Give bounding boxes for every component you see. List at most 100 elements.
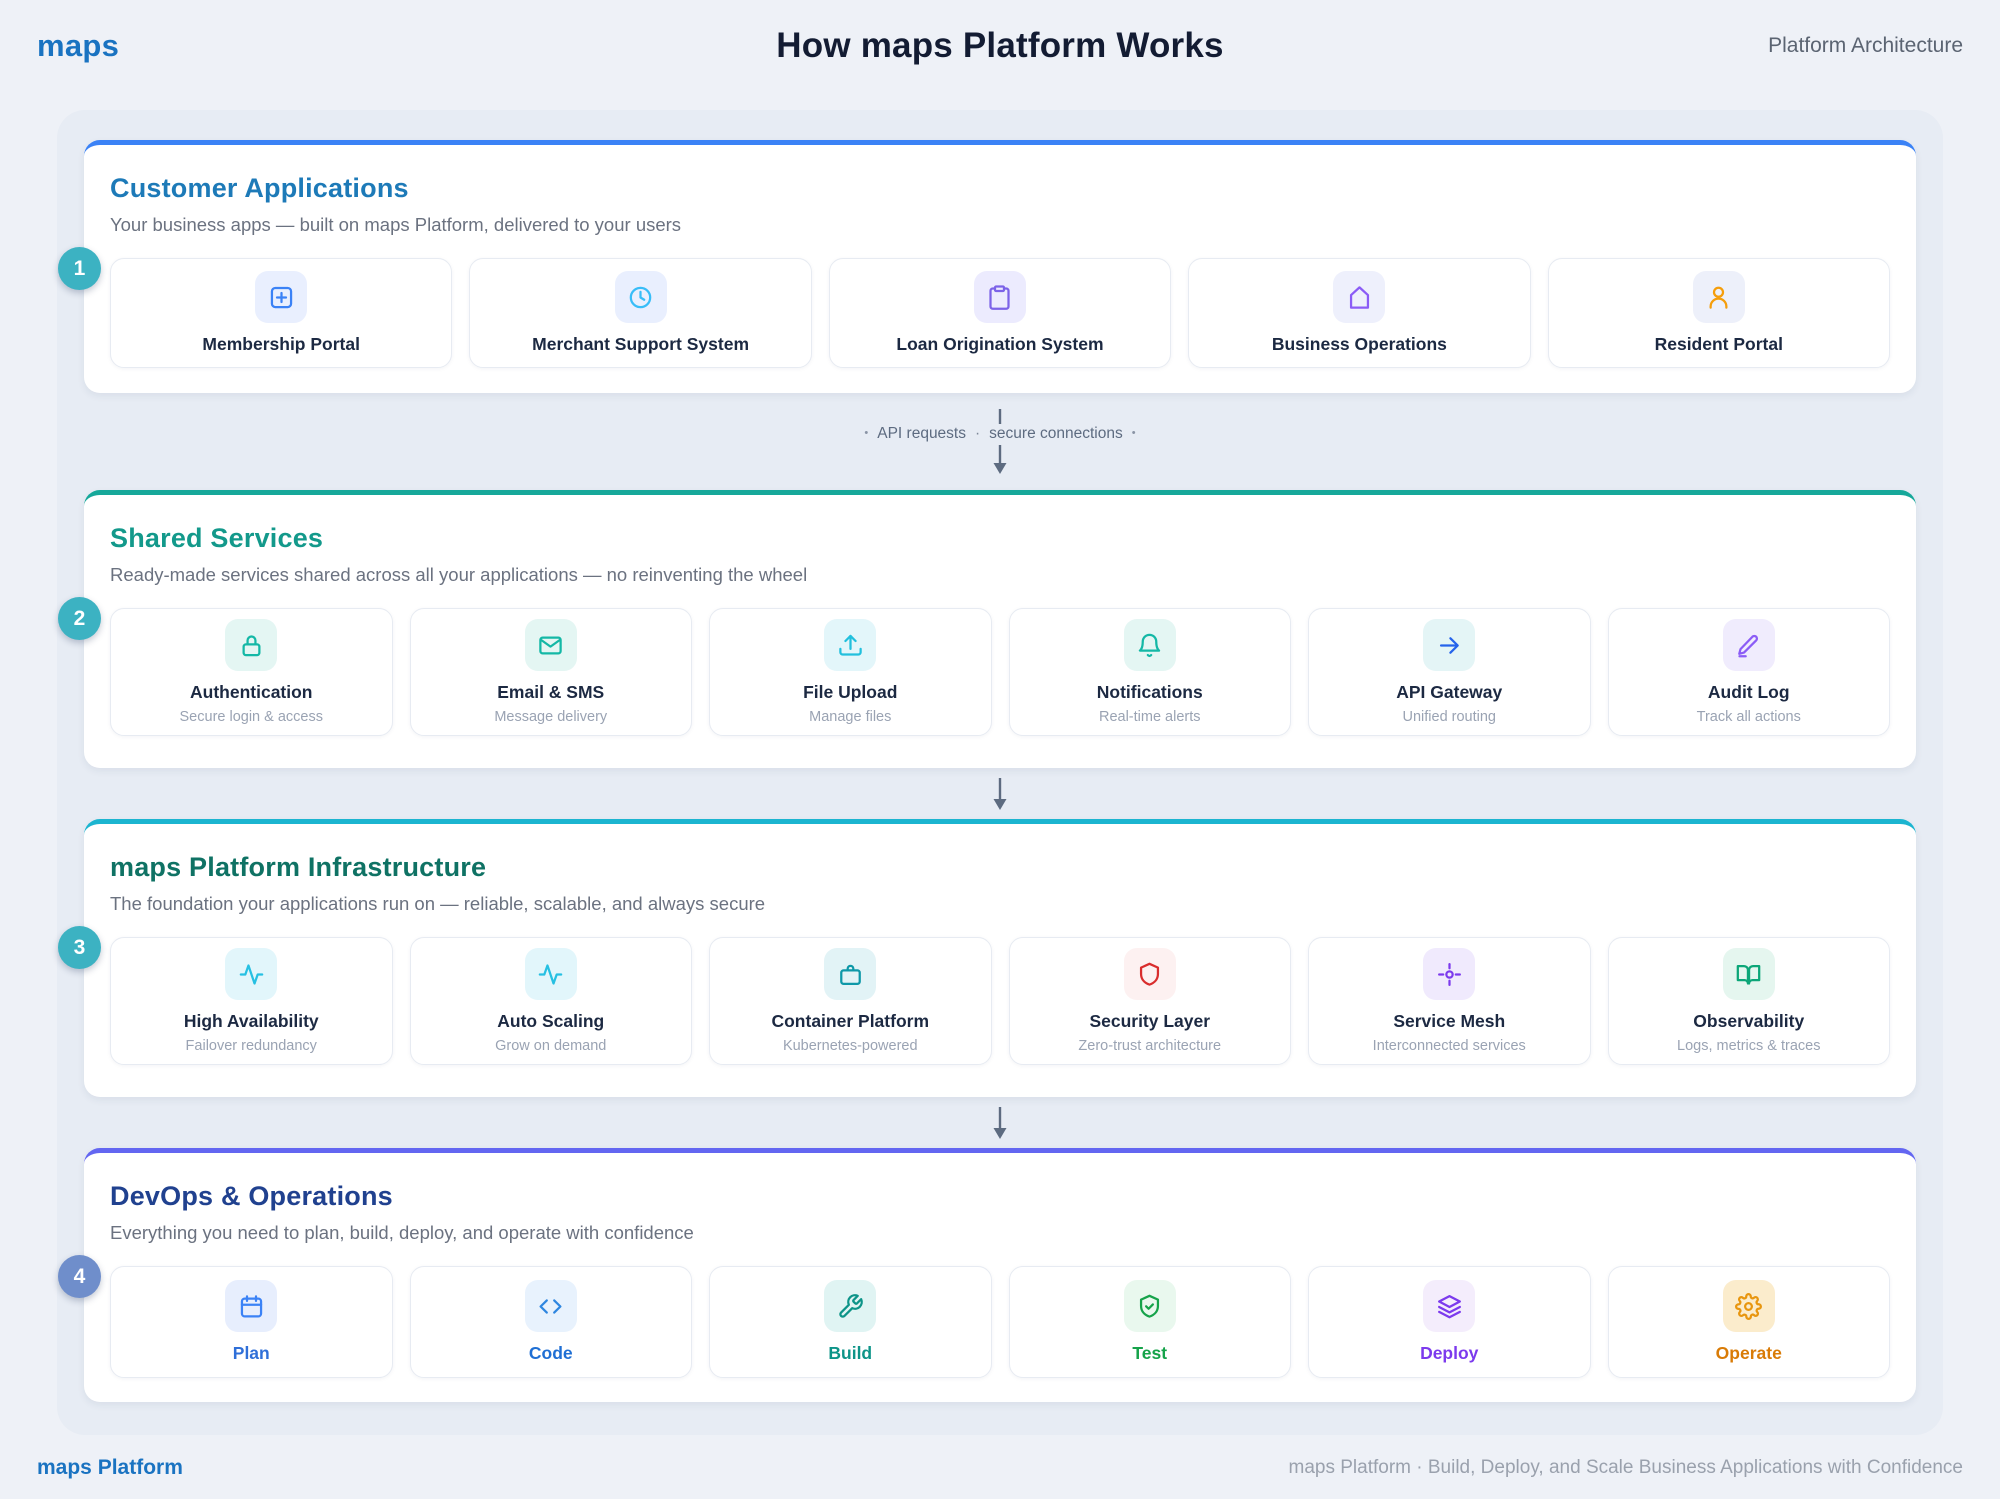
section-shared-services: 2 Shared Services Ready-made services sh… [58, 490, 1916, 768]
section-customer-applications: 1 Customer Applications Your business ap… [58, 140, 1916, 393]
card-business-operations[interactable]: Business Operations [1188, 258, 1531, 368]
mesh-icon [1423, 948, 1476, 1000]
card-label: Test [1132, 1343, 1168, 1363]
section-title: Shared Services [110, 523, 324, 553]
card-label: Code [528, 1343, 573, 1363]
calendar-icon [225, 1280, 278, 1332]
card-plan[interactable]: Plan [110, 1266, 393, 1378]
footer-tagline: maps Platform · Build, Deploy, and Scale… [1288, 1457, 1964, 1478]
arrow-down-icon [993, 1106, 1007, 1139]
mail-icon [524, 619, 577, 671]
diagram-container: 1 Customer Applications Your business ap… [57, 110, 1943, 1435]
section-title: DevOps & Operations [110, 1181, 393, 1211]
card-deploy[interactable]: Deploy [1308, 1266, 1591, 1378]
card-sublabel: Real-time alerts [1098, 709, 1201, 725]
card-label: Notifications [1096, 682, 1203, 702]
user-icon [1692, 271, 1745, 323]
card-sublabel: Failover redundancy [185, 1038, 317, 1054]
card-sublabel: Interconnected services [1372, 1038, 1526, 1054]
activity-icon [225, 948, 278, 1000]
section-number-badge: 4 [58, 1255, 101, 1298]
card-sublabel: Secure login & access [179, 709, 323, 725]
card-label: Build [828, 1343, 873, 1363]
connector-infra-to-devops [84, 1097, 1916, 1148]
section-devops-operations: 4 DevOps & Operations Everything you nee… [58, 1148, 1916, 1402]
card-label: Plan [232, 1343, 270, 1363]
section-subtitle: The foundation your applications run on … [110, 893, 766, 914]
wrench-icon [824, 1280, 877, 1332]
arrow-down-icon [993, 777, 1007, 810]
shield-icon [1123, 948, 1176, 1000]
section-subtitle: Ready-made services shared across all yo… [110, 564, 808, 585]
card-label: File Upload [803, 682, 898, 702]
card-label: Audit Log [1707, 682, 1790, 702]
card-loan-origination-system[interactable]: Loan Origination System [828, 258, 1172, 368]
section-subtitle: Your business apps — built on maps Platf… [110, 214, 682, 235]
card-sublabel: Manage files [809, 709, 892, 725]
card-resident-portal[interactable]: Resident Portal [1547, 258, 1890, 368]
card-label: Merchant Support System [532, 334, 750, 354]
section-title: Customer Applications [110, 173, 409, 203]
connector-line [998, 408, 1002, 424]
connector-apps-to-services: •API requests·secure connections• [84, 393, 1916, 490]
card-email-sms[interactable]: Email & SMS Message delivery [409, 608, 692, 736]
clipboard-icon [973, 271, 1026, 323]
bullet-icon: • [1131, 427, 1136, 439]
card-sublabel: Message delivery [494, 709, 608, 725]
card-label: Deploy [1420, 1343, 1479, 1363]
clock-icon [614, 271, 667, 323]
connector-label-left: API requests [877, 424, 966, 442]
section-number-badge: 1 [58, 247, 101, 290]
book-open-icon [1722, 948, 1775, 1000]
section-subtitle: Everything you need to plan, build, depl… [110, 1222, 694, 1243]
arrow-right-icon [1423, 619, 1476, 671]
code-icon [524, 1280, 577, 1332]
card-label: Service Mesh [1393, 1011, 1506, 1031]
footer-brand: maps Platform [37, 1456, 183, 1479]
card-label: Email & SMS [497, 682, 605, 702]
card-sublabel: Grow on demand [495, 1038, 607, 1054]
page-footer: maps Platform maps Platform · Build, Dep… [0, 1437, 2000, 1499]
card-merchant-support-system[interactable]: Merchant Support System [469, 258, 812, 368]
connector-separator: · [975, 424, 981, 442]
card-operate[interactable]: Operate [1607, 1266, 1890, 1378]
connector-services-to-infra [84, 768, 1916, 819]
card-test[interactable]: Test [1008, 1266, 1291, 1378]
lock-icon [225, 619, 278, 671]
card-sublabel: Zero-trust architecture [1078, 1038, 1222, 1054]
section-title: maps Platform Infrastructure [110, 852, 487, 882]
card-membership-portal[interactable]: Membership Portal [110, 258, 453, 368]
arrow-down-icon [993, 444, 1007, 474]
card-label: Loan Origination System [896, 334, 1104, 354]
card-build[interactable]: Build [709, 1266, 992, 1378]
bullet-icon: • [864, 427, 869, 439]
card-code[interactable]: Code [409, 1266, 692, 1378]
upload-icon [824, 619, 877, 671]
cards-row: Plan Code Build Test Deploy Operate [110, 1266, 1890, 1378]
page-header: maps How maps Platform Works Platform Ar… [0, 0, 2000, 92]
connector-label: •API requests·secure connections• [864, 425, 1135, 443]
pen-icon [1722, 619, 1775, 671]
card-sublabel: Track all actions [1696, 709, 1801, 725]
activity-icon [524, 948, 577, 1000]
card-label: Security Layer [1089, 1011, 1211, 1031]
card-label: High Availability [183, 1011, 319, 1031]
brand-logo: maps [37, 28, 120, 63]
section-number-badge: 2 [58, 597, 101, 640]
home-icon [1333, 271, 1386, 323]
card-label: Container Platform [771, 1011, 930, 1031]
